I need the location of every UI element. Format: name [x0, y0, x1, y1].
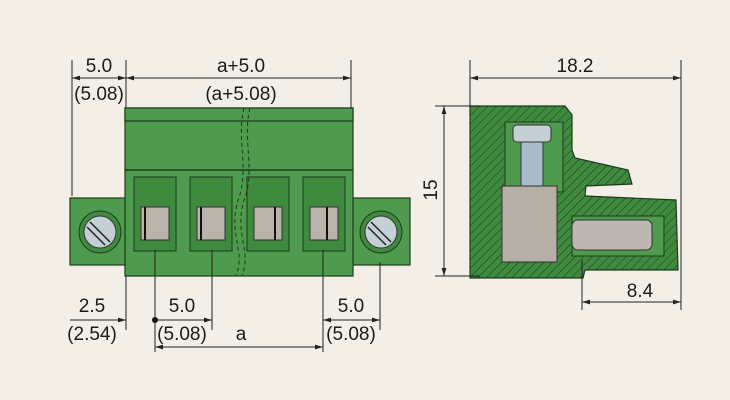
depth-dim: 18.2 [557, 56, 594, 77]
bottom-right-dim: 5.0 [338, 296, 364, 317]
clamp-cage [501, 185, 558, 263]
bottom-span-dim: a [236, 324, 247, 345]
housing-top-cap [124, 107, 354, 122]
front-view [69, 107, 411, 277]
bottom-pitch-dim-alt: (5.08) [157, 324, 207, 345]
screw-thread-icon [520, 141, 544, 187]
side-dimensions: 18.2 15 8.4 [421, 56, 682, 310]
pocket-3 [246, 176, 290, 252]
top-width-dim-alt: (a+5.08) [205, 84, 276, 105]
top-left-dim-alt: (5.08) [74, 84, 124, 105]
bottom-offset-dim-alt: (2.54) [67, 324, 117, 345]
pocket-1 [133, 176, 177, 252]
bottom-right-dim-alt: (5.08) [326, 324, 376, 345]
screw-head-icon [512, 124, 552, 143]
front-dimensions: 5.0 (5.08) a+5.0 (a+5.08) 2.5 (2.54) 5.0… [67, 56, 381, 352]
bottom-pitch-dim: 5.0 [169, 296, 195, 317]
pocket-2 [189, 176, 233, 252]
pin-dim: 8.4 [627, 281, 654, 302]
top-width-dim: a+5.0 [217, 56, 265, 77]
top-left-dim: 5.0 [86, 56, 112, 77]
pocket-4 [302, 176, 346, 252]
wire-pockets [133, 176, 346, 252]
bottom-offset-dim: 2.5 [79, 296, 105, 317]
contact-pin [571, 219, 653, 251]
side-view [469, 105, 679, 279]
height-dim: 15 [421, 179, 442, 200]
